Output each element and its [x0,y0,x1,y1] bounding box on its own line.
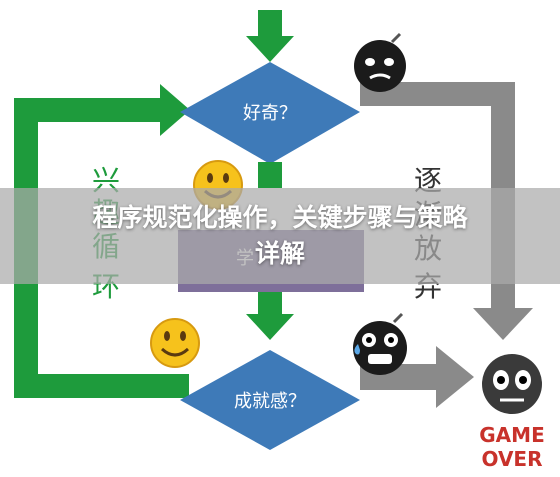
green-arrow-middle [258,162,282,188]
green-arrow-lower [246,292,294,340]
gray-arrow-bottom [360,346,474,408]
title-banner: 程序规范化操作，关键步骤与策略 详解 [0,188,560,284]
achievement-diamond-label: 成就感？ [234,391,306,412]
shocked-bomb-icon [353,312,407,375]
title-line-1: 程序规范化操作，关键步骤与策略 [92,203,468,232]
skull-icon [482,354,542,414]
game-over-label-line2: OVER [481,447,542,471]
game-over-label-line1: GAME [479,423,544,447]
smiley-icon [150,318,200,368]
curiosity-diamond: 好奇？ [180,62,360,164]
curiosity-diamond-label: 好奇？ [243,103,297,124]
achievement-diamond: 成就感？ [180,350,360,450]
worried-bomb-icon [354,32,406,92]
green-arrow-top [246,10,294,62]
title-line-2: 详解 [254,239,305,268]
